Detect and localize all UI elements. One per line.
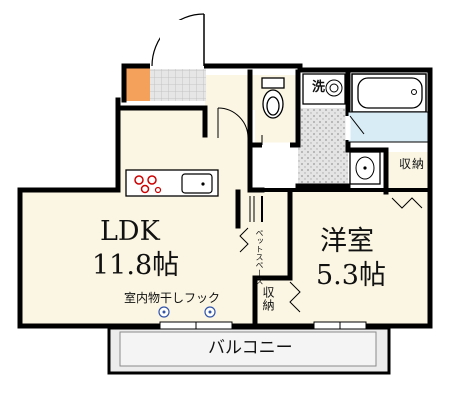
room-size-western: 5.3帖 xyxy=(316,260,386,291)
toilet-door-icon xyxy=(261,135,290,148)
ldk-floor xyxy=(22,192,262,325)
drying-hook-label: 室内物干しフック xyxy=(124,291,221,305)
washer-label: 洗 xyxy=(312,80,326,95)
pet-space-floor xyxy=(238,228,288,266)
door-icon xyxy=(150,13,205,69)
room-label-western: 洋室 xyxy=(320,226,374,257)
storage-mid-label: 収納 xyxy=(261,286,275,312)
pet-space-label: ペットスペース xyxy=(255,229,264,285)
hall-door-icon xyxy=(217,107,249,139)
washroom-floor xyxy=(298,108,348,188)
storage-top-label: 収納 xyxy=(399,157,426,171)
window-icon xyxy=(159,321,367,330)
entrance-step xyxy=(126,66,150,101)
sliding-door-icon xyxy=(249,196,263,222)
walls xyxy=(17,63,433,329)
balcony xyxy=(107,326,391,375)
kitchen-sink-icon xyxy=(181,173,213,194)
sink-icon xyxy=(349,151,381,185)
hook-icon-inner xyxy=(162,310,212,314)
balcony-label: バルコニー xyxy=(208,338,293,358)
room-label-ldk: LDK xyxy=(100,216,160,247)
storage-top-floor xyxy=(386,152,428,192)
bath-door-icon xyxy=(345,115,365,140)
washer-icon xyxy=(302,73,346,105)
closet-door-icon xyxy=(239,197,423,313)
stove-icon xyxy=(134,175,162,194)
room-size-ldk: 11.8帖 xyxy=(92,250,180,281)
toilet-icon xyxy=(261,77,285,119)
bathtub-icon xyxy=(347,73,429,143)
storage-mid-floor xyxy=(255,280,290,325)
